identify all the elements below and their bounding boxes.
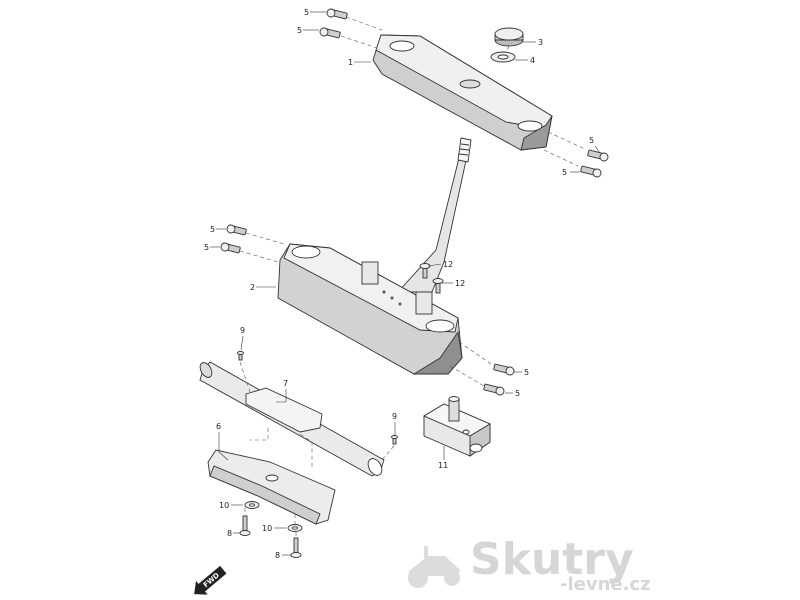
callout-12-b: 12 — [455, 279, 465, 288]
bolt-5-f — [220, 242, 241, 254]
callout-8-b: 8 — [275, 551, 280, 560]
assembly-dashed-lines — [239, 16, 586, 538]
callout-1: 1 — [348, 58, 353, 67]
watermark: Skutry -levne.cz — [408, 534, 651, 595]
callout-10-a: 10 — [219, 501, 229, 510]
part-3-cap — [494, 27, 524, 47]
callout-5-f: 5 — [204, 243, 209, 252]
leader-lines — [210, 11, 601, 556]
fwd-direction-arrow: FWD — [194, 565, 227, 595]
bolt-5-h — [483, 383, 505, 396]
callout-5-c: 5 — [589, 136, 594, 145]
scooter-logo-icon — [408, 546, 460, 588]
callout-9-a: 9 — [240, 326, 245, 335]
watermark-domain: -levne.cz — [560, 574, 651, 595]
part-2-lower-clamp — [277, 243, 463, 375]
callout-8-a: 8 — [227, 529, 232, 538]
callout-11: 11 — [438, 461, 448, 470]
bolt-5-c — [587, 149, 609, 162]
arrow-icon — [194, 565, 227, 595]
callout-7: 7 — [283, 379, 288, 388]
screw-9-b — [391, 435, 398, 445]
bolt-5-e — [226, 224, 247, 236]
callouts: 5 5 1 3 4 5 5 5 5 2 12 12 9 5 5 7 9 6 11… — [204, 8, 594, 560]
callout-6: 6 — [216, 422, 221, 431]
watermark-brand: Skutry — [470, 534, 634, 585]
callout-9-b: 9 — [392, 412, 397, 421]
callout-2: 2 — [250, 283, 255, 292]
callout-5-d: 5 — [562, 168, 567, 177]
bolts — [220, 8, 609, 558]
callout-5-b: 5 — [297, 26, 302, 35]
callout-3: 3 — [538, 38, 543, 47]
part-7-tube-bracket — [199, 361, 385, 477]
bolt-8-a — [239, 515, 251, 536]
screw-9-a — [237, 351, 244, 361]
part-6-guard — [207, 449, 336, 525]
callout-10-b: 10 — [262, 524, 272, 533]
bolt-5-g — [493, 363, 515, 376]
part-4-washer — [490, 51, 516, 63]
part-1-upper-clamp — [372, 34, 553, 151]
bolt-5-b — [319, 27, 341, 39]
screw-12-b — [432, 278, 444, 294]
bolt-5-d — [580, 165, 602, 178]
callout-5-a: 5 — [304, 8, 309, 17]
washer-10-b — [287, 524, 303, 532]
callout-12-a: 12 — [443, 260, 453, 269]
callout-5-g: 5 — [524, 368, 529, 377]
callout-4: 4 — [530, 56, 535, 65]
part-11-block — [423, 396, 491, 457]
callout-5-h: 5 — [515, 389, 520, 398]
washer-10-a — [244, 501, 260, 509]
callout-5-e: 5 — [210, 225, 215, 234]
steering-stem — [396, 137, 472, 293]
bolt-5-a — [326, 8, 348, 20]
screw-12-a — [419, 263, 431, 279]
bolt-8-b — [290, 537, 302, 558]
